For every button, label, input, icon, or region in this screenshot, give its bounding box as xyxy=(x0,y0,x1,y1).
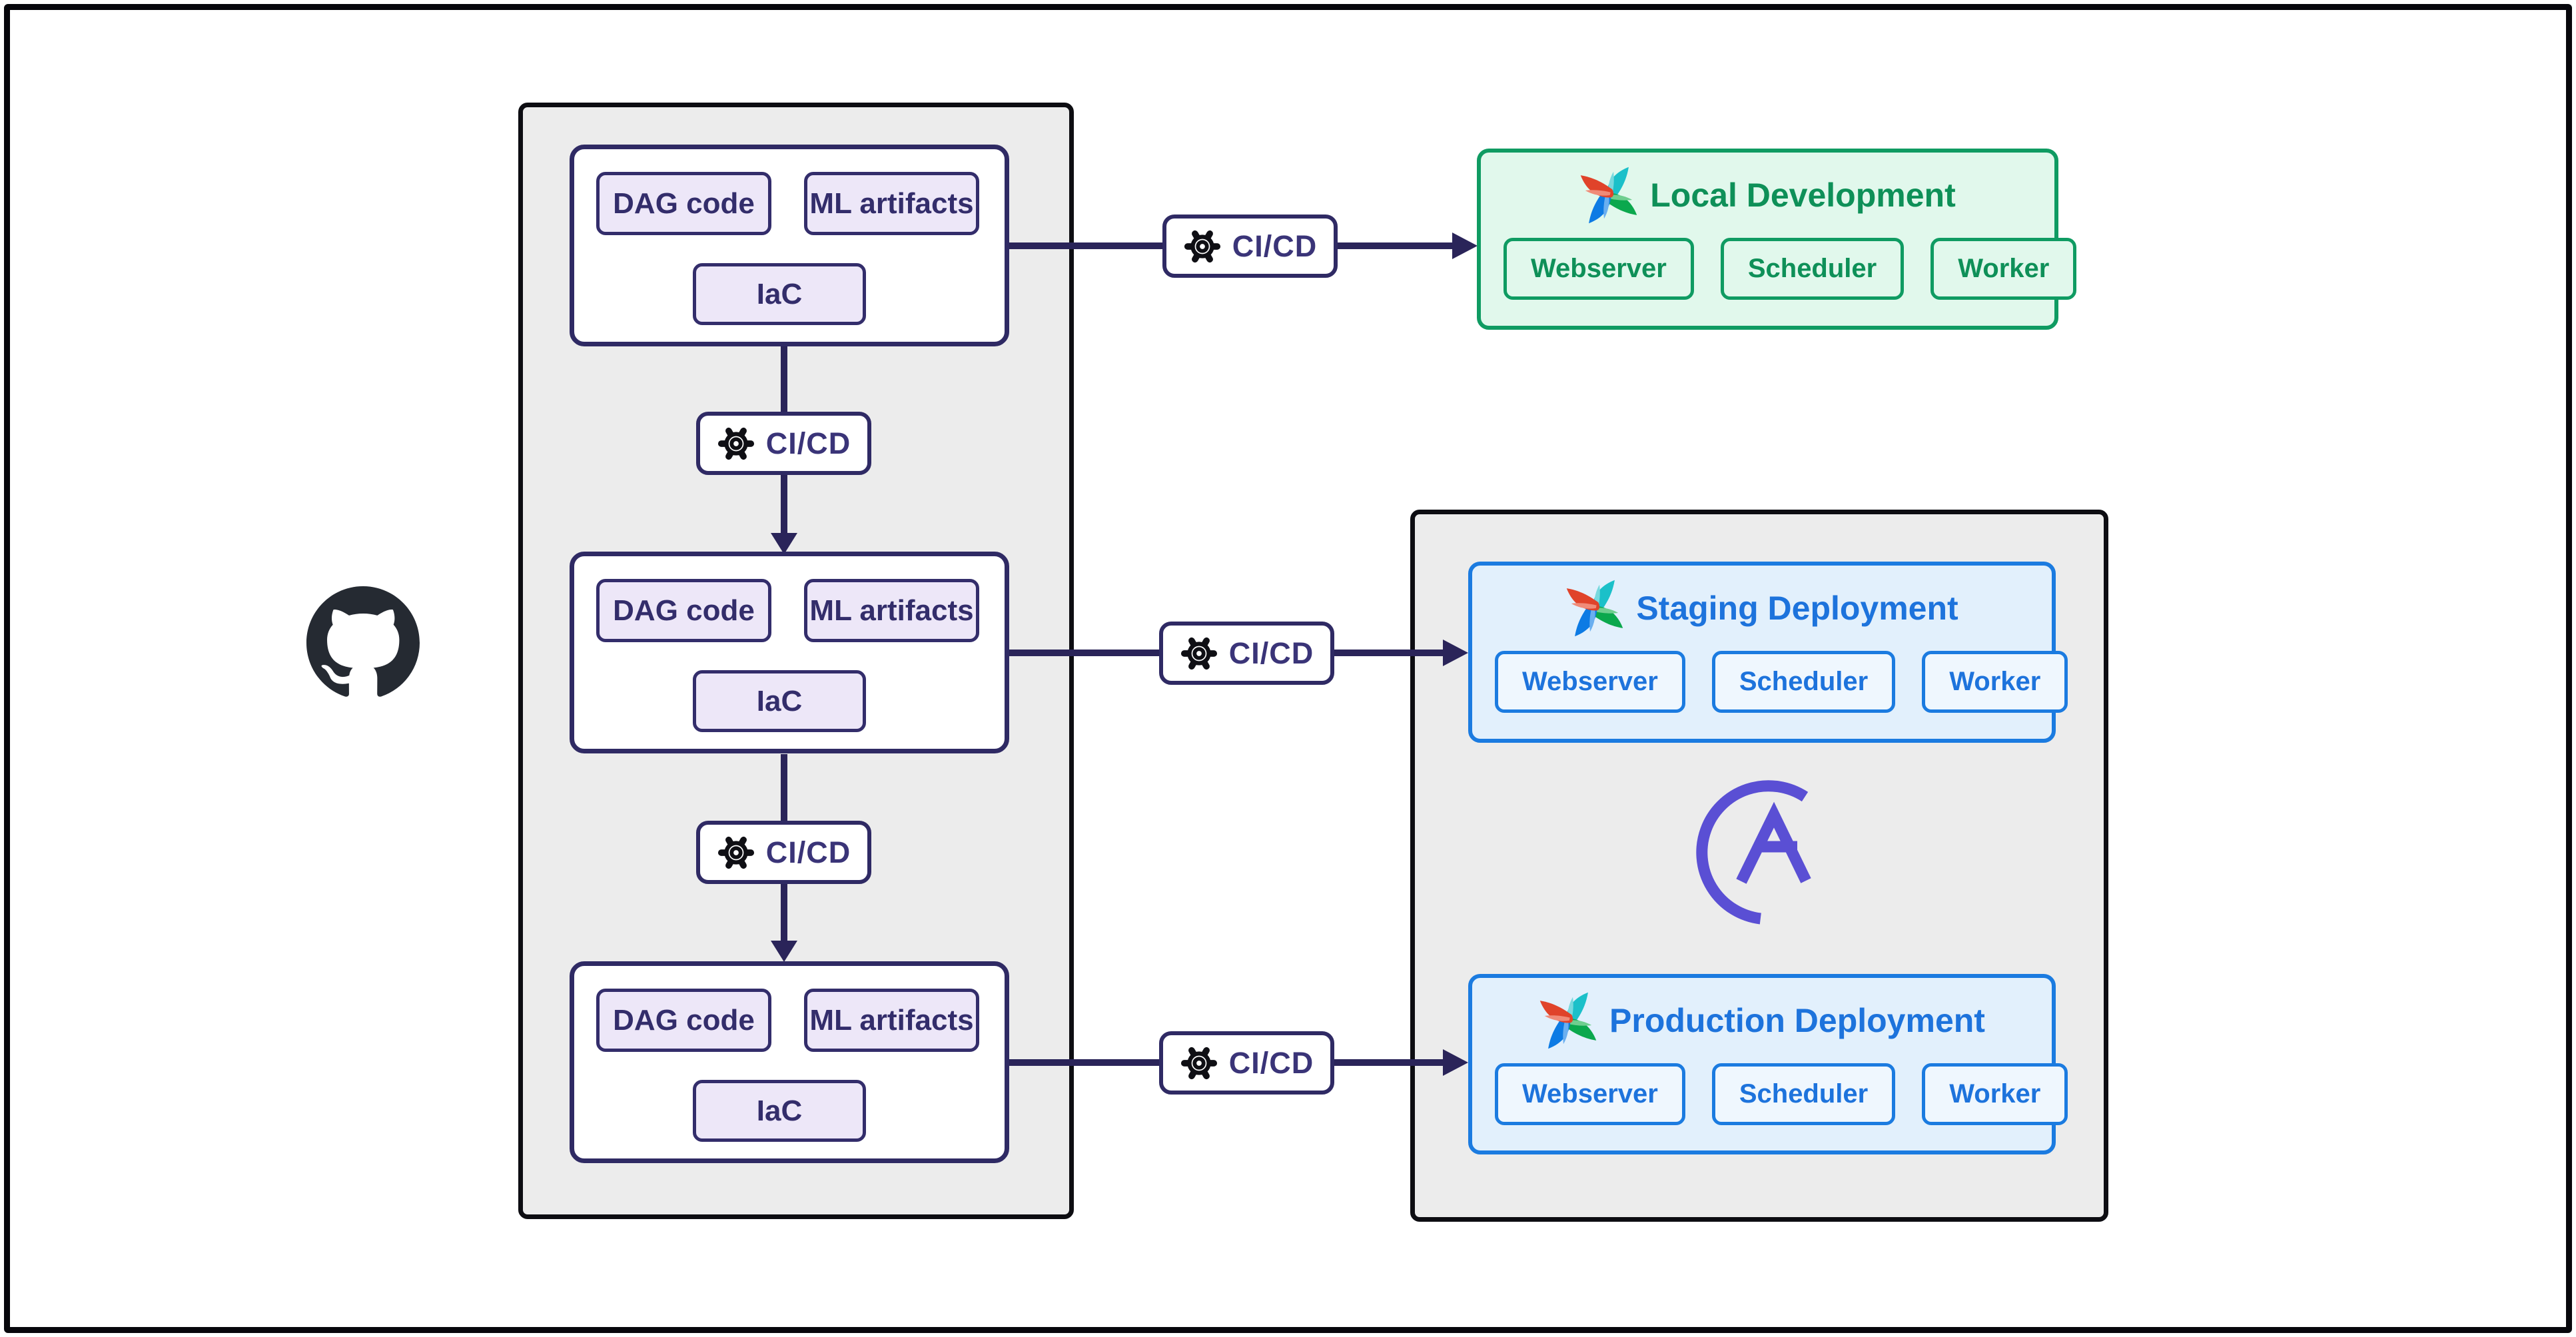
cicd-badge-production: CI/CD xyxy=(1159,1031,1334,1095)
chip-label: Scheduler xyxy=(1747,254,1877,283)
chip-scheduler: Scheduler xyxy=(1711,1063,1896,1125)
chip-label: Webserver xyxy=(1522,1079,1658,1109)
local-title: Local Development xyxy=(1650,177,1956,214)
chip-ml-artifacts: ML artifacts xyxy=(804,989,979,1052)
chip-webserver: Webserver xyxy=(1495,1063,1685,1125)
gear-icon xyxy=(717,424,755,463)
chip-label: IaC xyxy=(756,277,803,310)
production-chips-row: Webserver Scheduler Worker xyxy=(1495,1063,2068,1125)
cicd-badge-staging: CI/CD xyxy=(1159,622,1334,685)
chip-label: ML artifacts xyxy=(809,187,974,220)
chip-label: Scheduler xyxy=(1739,667,1869,696)
chip-label: Worker xyxy=(1949,1079,2041,1109)
gear-icon xyxy=(717,833,755,872)
airflow-pinwheel-icon xyxy=(1565,579,1624,638)
chip-scheduler: Scheduler xyxy=(1711,651,1896,713)
arrowhead-down-1 xyxy=(771,533,797,554)
staging-deployment-box: Staging Deployment Webserver Scheduler W… xyxy=(1468,562,2068,743)
chip-webserver: Webserver xyxy=(1503,238,1694,300)
cicd-label: CI/CD xyxy=(1232,228,1318,263)
production-title-row: Production Deployment xyxy=(1472,989,2052,1053)
chip-label: Worker xyxy=(1949,667,2041,696)
cicd-badge-vertical-2: CI/CD xyxy=(696,821,871,884)
chip-scheduler: Scheduler xyxy=(1720,238,1905,300)
github-icon xyxy=(306,586,420,697)
chip-label: DAG code xyxy=(613,187,755,220)
arrowhead-right-3 xyxy=(1443,1049,1468,1076)
cicd-label: CI/CD xyxy=(765,835,851,869)
repo-box-3: DAG code ML artifacts IaC xyxy=(570,961,1009,1163)
cicd-label: CI/CD xyxy=(1228,1045,1314,1080)
chip-worker: Worker xyxy=(1922,651,2068,713)
cicd-badge-local: CI/CD xyxy=(1162,215,1338,278)
chip-worker: Worker xyxy=(1922,1063,2068,1125)
astronomer-logo-icon xyxy=(1696,780,1811,925)
outer-frame xyxy=(4,4,2572,1333)
chip-label: Worker xyxy=(1958,254,2050,283)
gear-icon xyxy=(1183,227,1222,266)
chip-label: Scheduler xyxy=(1739,1079,1869,1109)
local-chips-row: Webserver Scheduler Worker xyxy=(1503,238,2077,300)
gear-icon xyxy=(1180,1044,1218,1083)
chip-iac: IaC xyxy=(693,263,866,325)
chip-label: Webserver xyxy=(1531,254,1667,283)
arrowhead-down-2 xyxy=(771,941,797,962)
chip-label: IaC xyxy=(756,1094,803,1127)
chip-label: ML artifacts xyxy=(809,1003,974,1037)
chip-iac: IaC xyxy=(693,670,866,732)
cicd-label: CI/CD xyxy=(1228,636,1314,670)
chip-label: IaC xyxy=(756,684,803,717)
production-deployment-box: Production Deployment Webserver Schedule… xyxy=(1468,974,2068,1154)
repo-box-1: DAG code ML artifacts IaC xyxy=(570,145,1009,346)
staging-title: Staging Deployment xyxy=(1636,590,1958,627)
chip-dag-code: DAG code xyxy=(596,172,771,235)
chip-iac: IaC xyxy=(693,1080,866,1142)
repo-box-2: DAG code ML artifacts IaC xyxy=(570,552,1009,753)
chip-label: DAG code xyxy=(613,1003,755,1037)
local-title-row: Local Development xyxy=(1481,163,2054,227)
chip-dag-code: DAG code xyxy=(596,579,771,642)
chip-label: DAG code xyxy=(613,594,755,627)
chip-dag-code: DAG code xyxy=(596,989,771,1052)
local-development-box: Local Development Webserver Scheduler Wo… xyxy=(1477,149,2077,330)
chip-worker: Worker xyxy=(1931,238,2077,300)
chip-ml-artifacts: ML artifacts xyxy=(804,579,979,642)
chip-ml-artifacts: ML artifacts xyxy=(804,172,979,235)
production-title: Production Deployment xyxy=(1609,1002,1985,1039)
airflow-pinwheel-icon xyxy=(1579,166,1638,224)
chip-label: Webserver xyxy=(1522,667,1658,696)
chip-label: ML artifacts xyxy=(809,594,974,627)
gear-icon xyxy=(1180,634,1218,673)
cicd-label: CI/CD xyxy=(765,426,851,460)
cicd-badge-vertical-1: CI/CD xyxy=(696,412,871,475)
staging-chips-row: Webserver Scheduler Worker xyxy=(1495,651,2068,713)
airflow-pinwheel-icon xyxy=(1539,991,1597,1050)
arrowhead-right-2 xyxy=(1443,640,1468,666)
staging-title-row: Staging Deployment xyxy=(1472,576,2052,640)
arrowhead-right-1 xyxy=(1452,232,1478,259)
chip-webserver: Webserver xyxy=(1495,651,1685,713)
